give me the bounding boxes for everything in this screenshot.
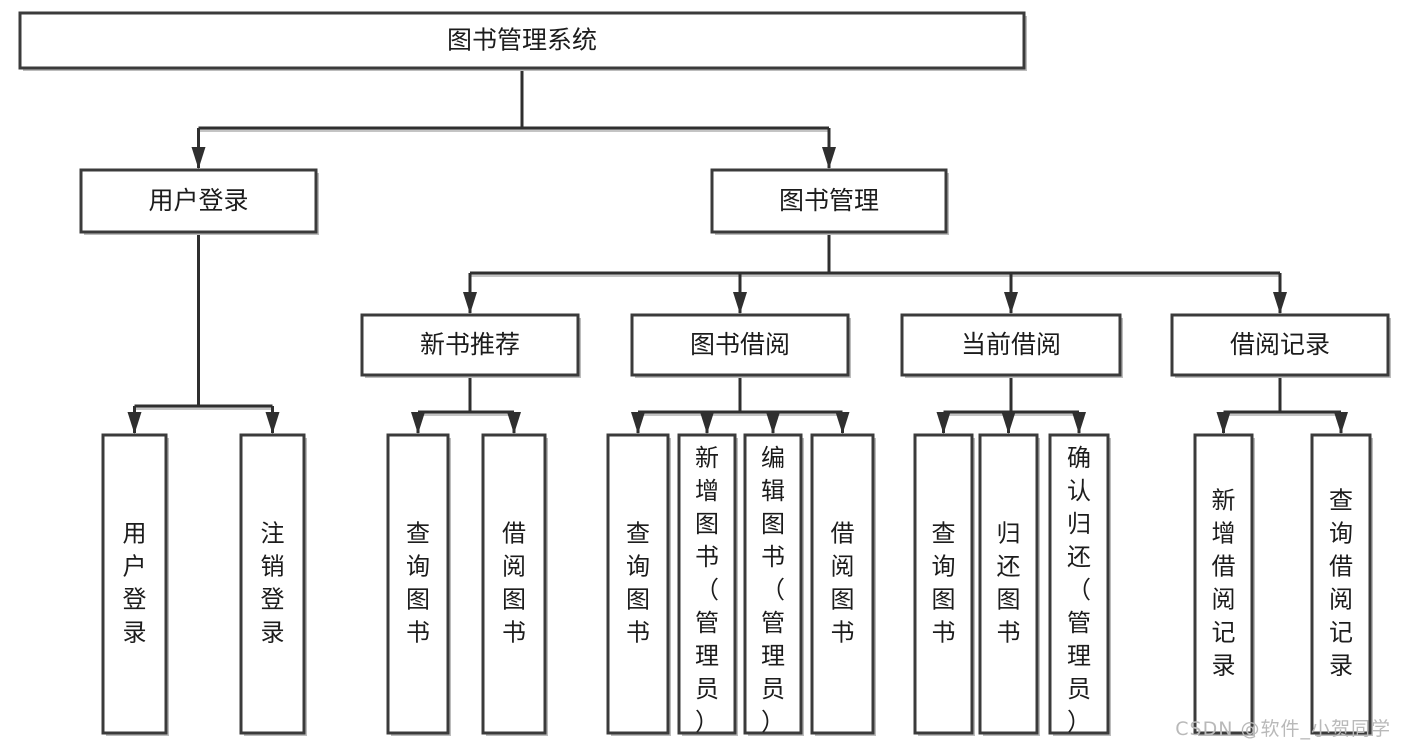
node-label: 编辑图书（管理员） <box>761 444 785 736</box>
node-label: 图书管理 <box>779 186 879 215</box>
connector-group-new-book-recommend <box>411 375 521 434</box>
node-leaf-edit-book[interactable]: 编辑图书（管理员） <box>743 433 804 736</box>
node-rect[interactable] <box>101 433 168 735</box>
node-label: 查询借阅记录 <box>1329 487 1353 680</box>
node-leaf-borrow-book-1[interactable]: 借阅图书 <box>481 433 548 736</box>
node-leaf-add-record[interactable]: 新增借阅记录 <box>1193 433 1255 736</box>
node-leaf-query-book-2[interactable]: 查询图书 <box>606 433 671 736</box>
arrow-head-icon <box>507 412 521 434</box>
node-rect[interactable] <box>677 433 737 735</box>
node-label: 查询图书 <box>626 520 650 647</box>
node-rect[interactable] <box>360 313 580 377</box>
node-leaf-query-book-1[interactable]: 查询图书 <box>386 433 451 736</box>
node-leaf-confirm-return[interactable]: 确认归还（管理员） <box>1048 433 1111 736</box>
node-label: 图书管理系统 <box>447 26 597 55</box>
arrow-head-icon <box>835 412 850 434</box>
connector-group-user-login <box>127 232 280 434</box>
node-leaf-return-book[interactable]: 归还图书 <box>978 433 1040 736</box>
node-borrow-record[interactable]: 借阅记录 <box>1170 313 1391 378</box>
node-current-borrow[interactable]: 当前借阅 <box>900 313 1123 378</box>
node-rect[interactable] <box>386 433 450 735</box>
arrow-head-icon <box>822 147 836 169</box>
arrow-head-icon <box>1334 412 1348 434</box>
node-rect[interactable] <box>743 433 803 735</box>
node-rect[interactable] <box>1170 313 1390 377</box>
arrow-head-icon <box>936 412 951 434</box>
arrow-head-icon <box>1001 412 1016 434</box>
node-rect[interactable] <box>1048 433 1110 735</box>
node-new-book-recommend[interactable]: 新书推荐 <box>360 313 581 378</box>
node-rect[interactable] <box>1310 433 1372 735</box>
node-rect[interactable] <box>18 11 1026 70</box>
node-label: 当前借阅 <box>961 330 1061 359</box>
node-label: 确认归还（管理员） <box>1067 444 1091 736</box>
node-rect[interactable] <box>978 433 1039 735</box>
node-label: 用户登录 <box>148 186 248 215</box>
connector-group-book-borrow <box>631 375 850 434</box>
arrow-head-icon <box>1216 412 1231 434</box>
arrow-head-icon <box>733 292 747 314</box>
arrow-head-icon <box>265 412 280 434</box>
node-rect[interactable] <box>913 433 974 735</box>
node-layer: 图书管理系统用户登录图书管理新书推荐图书借阅当前借阅借阅记录用户登录注销登录查询… <box>18 11 1391 736</box>
node-rect[interactable] <box>1193 433 1254 735</box>
node-label: 新增借阅记录 <box>1212 487 1236 680</box>
node-leaf-logout[interactable]: 注销登录 <box>239 433 307 736</box>
node-label: 借阅记录 <box>1230 330 1330 359</box>
node-leaf-user-login[interactable]: 用户登录 <box>101 433 169 736</box>
arrow-head-icon <box>1004 292 1018 314</box>
node-book-borrow[interactable]: 图书借阅 <box>630 313 851 378</box>
node-rect[interactable] <box>239 433 306 735</box>
node-label: 新增图书（管理员） <box>695 444 719 736</box>
arrow-head-icon <box>127 412 142 434</box>
node-leaf-add-book[interactable]: 新增图书（管理员） <box>677 433 738 736</box>
arrow-head-icon <box>411 412 425 434</box>
node-rect[interactable] <box>900 313 1122 377</box>
node-label: 用户登录 <box>123 520 147 647</box>
node-rect[interactable] <box>710 168 948 234</box>
arrow-head-icon <box>191 147 206 169</box>
connector-group-root <box>191 68 836 169</box>
node-label: 查询图书 <box>406 520 430 647</box>
node-label: 查询图书 <box>932 520 956 647</box>
node-label: 新书推荐 <box>420 330 520 359</box>
node-leaf-query-record[interactable]: 查询借阅记录 <box>1310 433 1373 736</box>
node-rect[interactable] <box>79 168 318 234</box>
node-label: 归还图书 <box>997 520 1021 647</box>
node-leaf-query-book-3[interactable]: 查询图书 <box>913 433 975 736</box>
connector-group-borrow-record <box>1216 375 1348 434</box>
node-root[interactable]: 图书管理系统 <box>18 11 1027 71</box>
node-label: 借阅图书 <box>502 520 526 647</box>
node-rect[interactable] <box>630 313 850 377</box>
node-label: 图书借阅 <box>690 330 790 359</box>
connector-group-book-manage <box>463 232 1287 314</box>
node-rect[interactable] <box>481 433 547 735</box>
node-rect[interactable] <box>810 433 875 735</box>
node-rect[interactable] <box>606 433 670 735</box>
connector-layer <box>127 68 1348 434</box>
arrow-head-icon <box>463 292 477 314</box>
node-book-manage[interactable]: 图书管理 <box>710 168 949 235</box>
arrow-head-icon <box>700 412 714 434</box>
arrow-head-icon <box>631 412 645 434</box>
arrow-head-icon <box>1072 412 1086 434</box>
csdn-watermark: CSDN @软件_小贺同学 <box>1175 718 1391 740</box>
arrow-head-icon <box>1273 292 1287 314</box>
node-leaf-borrow-book-2[interactable]: 借阅图书 <box>810 433 876 736</box>
arrow-head-icon <box>766 412 780 434</box>
node-label: 注销登录 <box>261 520 285 647</box>
node-user-login[interactable]: 用户登录 <box>79 168 319 235</box>
connector-group-current-borrow <box>936 375 1086 434</box>
node-label: 借阅图书 <box>831 520 855 647</box>
